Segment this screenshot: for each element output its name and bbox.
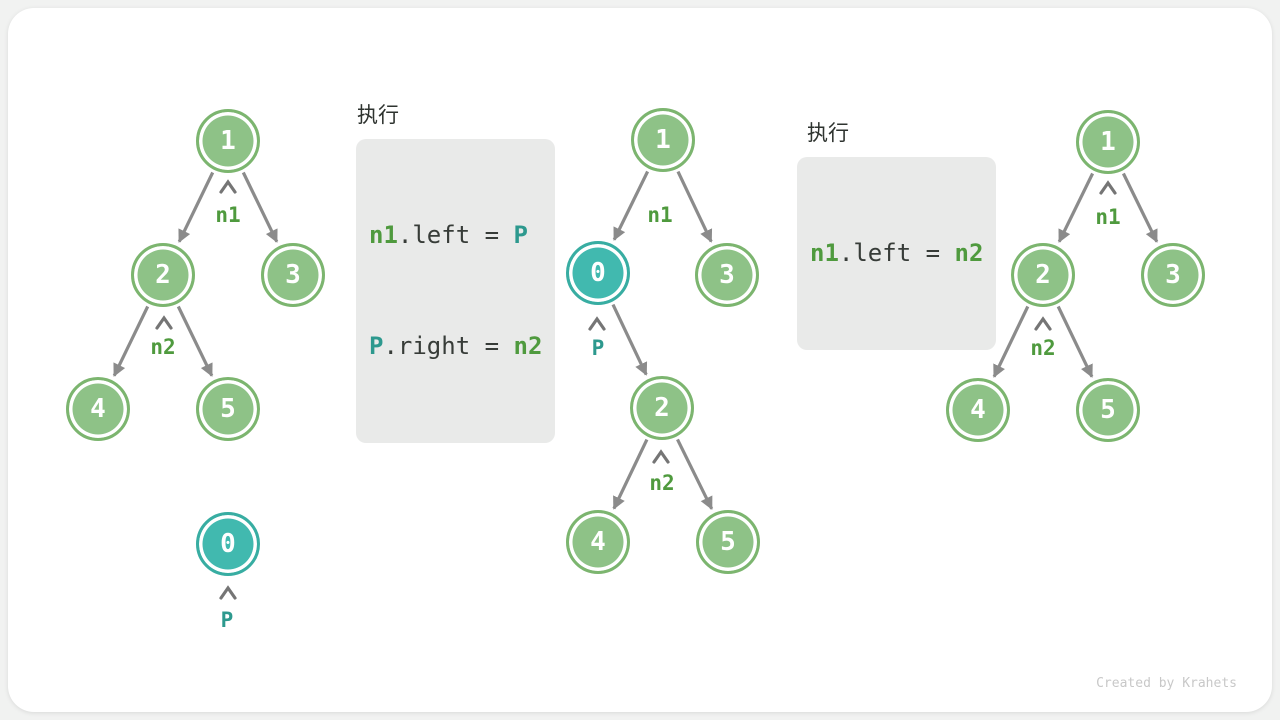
before-node-5: 5 [196, 377, 260, 441]
step1-exec-label: 执行 [357, 103, 399, 127]
code-token-n2: n2 [513, 332, 543, 360]
step2-exec-label: 执行 [807, 121, 849, 145]
inserted-node-2: 2 [630, 376, 694, 440]
code-line: P.right = n2 [369, 328, 542, 365]
before-node-4: 4 [66, 377, 130, 441]
inserted-node-5: 5 [696, 510, 760, 574]
figure-card [8, 8, 1272, 712]
after-node-2: 2 [1011, 243, 1075, 307]
code-token-plain: .left = [838, 239, 955, 267]
before-node-1: 1 [196, 109, 260, 173]
after-ref-label-n2: n2 [1030, 336, 1056, 360]
code-token-n2: n2 [954, 239, 984, 267]
inserted-node-3: 3 [695, 243, 759, 307]
code-line: n1.left = P [369, 217, 542, 254]
code-token-p: P [513, 221, 528, 249]
code-line: n1.left = n2 [810, 235, 983, 272]
inserted-ref-label-p: P [591, 336, 605, 360]
after-node-5: 5 [1076, 378, 1140, 442]
code-token-n1: n1 [810, 239, 839, 267]
after-node-3: 3 [1141, 243, 1205, 307]
inserted-node-4: 4 [566, 510, 630, 574]
step2-code-block: n1.left = n2 [797, 157, 997, 350]
before-ref-label-n1: n1 [215, 203, 241, 227]
code-token-p: P [369, 332, 384, 360]
after-node-4: 4 [946, 378, 1010, 442]
inserted-node-1: 1 [631, 108, 695, 172]
code-token-n1: n1 [369, 221, 398, 249]
code-token-plain: .left = [397, 221, 514, 249]
step1-code-block: n1.left = P P.right = n2 [356, 139, 556, 443]
before-ref-label-n2: n2 [150, 335, 176, 359]
after-node-1: 1 [1076, 110, 1140, 174]
before-node-0-detached: 0 [196, 512, 260, 576]
code-token-plain: .right = [383, 332, 514, 360]
before-node-2: 2 [131, 243, 195, 307]
credit-text: Created by Krahets [1096, 676, 1237, 691]
inserted-ref-label-n2: n2 [649, 471, 675, 495]
after-ref-label-n1: n1 [1095, 205, 1121, 229]
before-ref-label-p: P [220, 608, 234, 632]
inserted-node-0: 0 [566, 241, 630, 305]
before-node-3: 3 [261, 243, 325, 307]
inserted-ref-label-n1: n1 [647, 203, 673, 227]
